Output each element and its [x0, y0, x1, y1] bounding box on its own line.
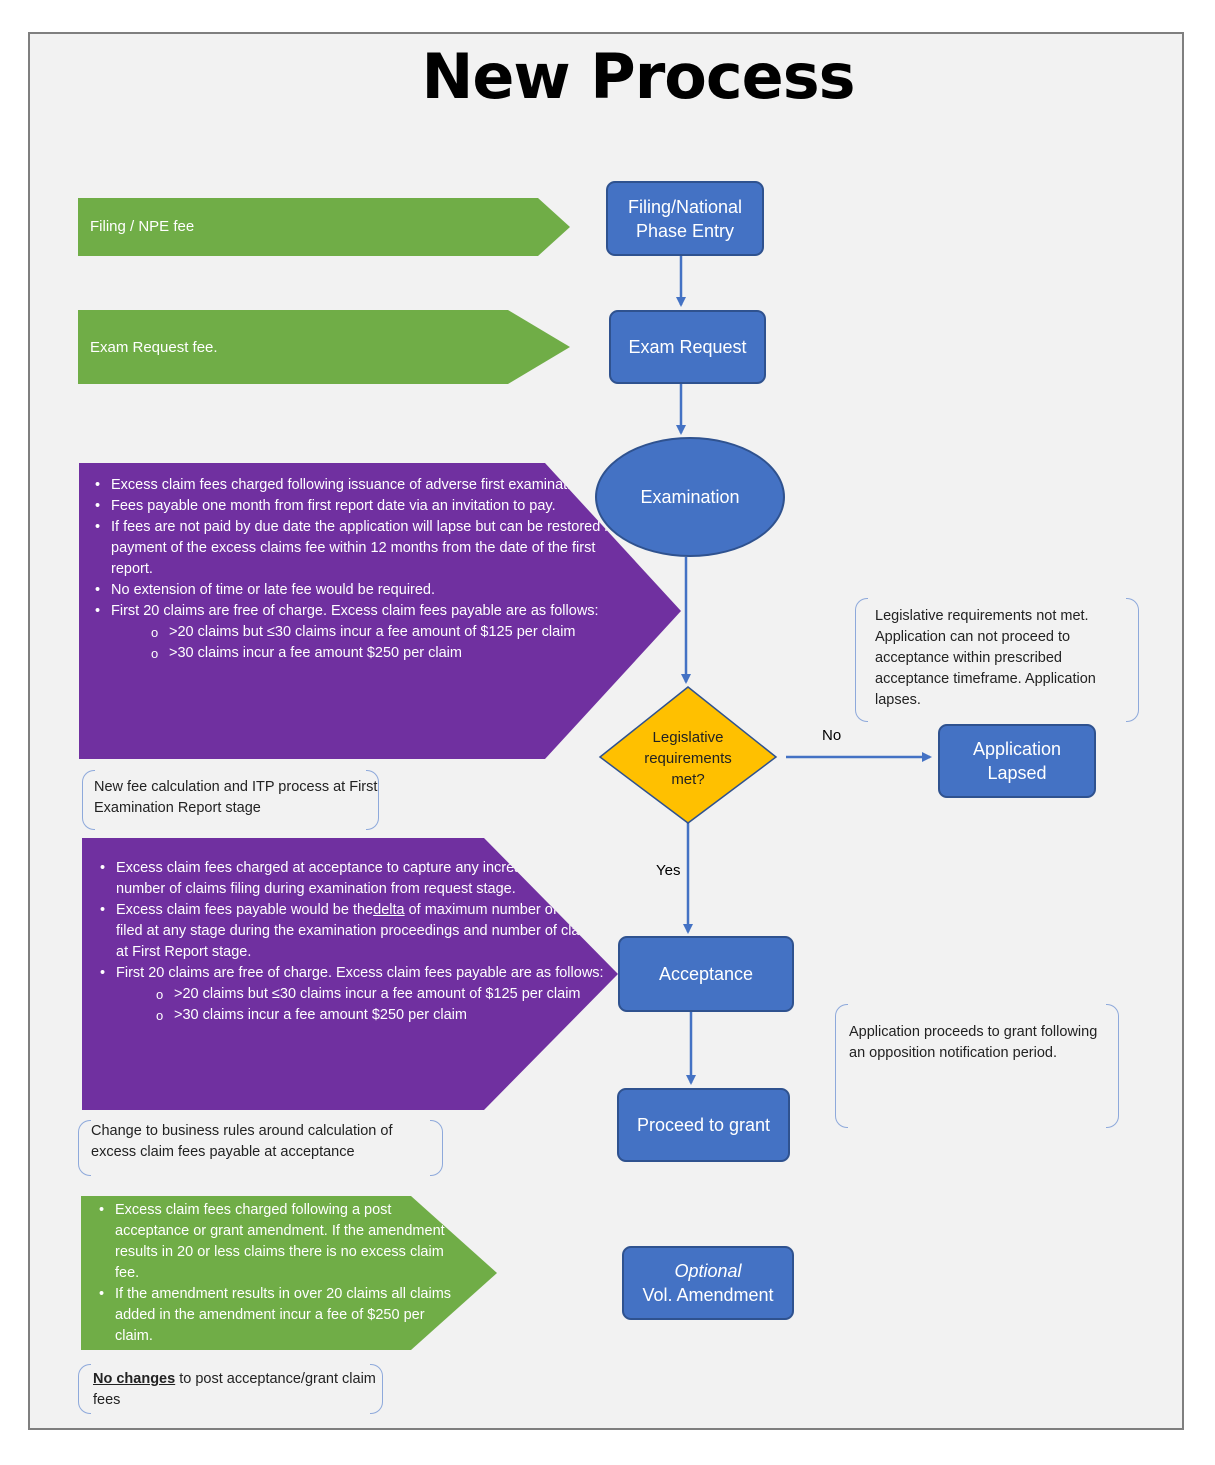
acceptance-fee-sub-bullet: >20 claims but ≤30 claims incur a fee am…: [156, 984, 604, 1005]
exam-request-node: Exam Request: [609, 310, 766, 384]
examination-node-label: Examination: [640, 486, 740, 507]
examination-fee-bullet: First 20 claims are free of charge. Exce…: [95, 601, 639, 664]
vol-amendment-node: Optional Vol. Amendment: [622, 1246, 794, 1320]
edge-label-yes: Yes: [656, 862, 681, 879]
note-bracket-left: [835, 1004, 848, 1128]
note-bracket-left: [78, 1120, 91, 1176]
exam-request-node-label: Exam Request: [628, 337, 747, 357]
decision-node-label: Legislative requirements met?: [644, 729, 732, 788]
examination-fee-bullet: Fees payable one month from first report…: [95, 496, 639, 517]
examination-fee-bullet: If fees are not paid by due date the app…: [95, 517, 639, 580]
proceed-to-grant-node: Proceed to grant: [617, 1088, 790, 1162]
filing-fee-label: Filing / NPE fee: [90, 218, 195, 235]
grant-note: Application proceeds to grant following …: [849, 1024, 1098, 1061]
exam-request-fee-label: Exam Request fee.: [90, 339, 218, 356]
amendment-fee-bullet: If the amendment results in over 20 clai…: [99, 1284, 453, 1347]
examination-fee-bullet: Excess claim fees charged following issu…: [95, 475, 639, 496]
edge-label-no: No: [822, 727, 842, 744]
filing-node: Filing/National Phase Entry: [606, 181, 764, 256]
lapsed-node-line1: Application: [972, 739, 1062, 759]
vol-amendment-label: Vol. Amendment: [642, 1285, 774, 1305]
page-title: New Process: [421, 40, 855, 113]
note-bracket-left: [78, 1364, 91, 1414]
examination-fee-bullet: No extension of time or late fee would b…: [95, 580, 639, 601]
acceptance-fee-bullet: Excess claim fees payable would be thede…: [100, 900, 604, 963]
acceptance-fee-bullet: Excess claim fees charged at acceptance …: [100, 858, 604, 900]
acceptance-node: Acceptance: [618, 936, 794, 1012]
lapse-note: Legislative requirements not met. Applic…: [875, 608, 1096, 708]
exam-request-fee-arrow: [78, 310, 570, 384]
acceptance-node-label: Acceptance: [658, 964, 754, 984]
first-report-note: New fee calculation and ITP process at F…: [94, 779, 378, 816]
acceptance-fee-sub-bullet: >30 claims incur a fee amount $250 per c…: [156, 1005, 604, 1026]
vol-amendment-optional: Optional: [674, 1261, 742, 1281]
no-changes-note: No changes to post acceptance/grant clai…: [93, 1371, 376, 1408]
amendment-fees-arrow: Excess claim fees charged following a po…: [81, 1196, 497, 1350]
filing-fee-arrow: [78, 198, 570, 256]
examination-node: Examination: [595, 437, 785, 557]
delta-term: delta: [373, 902, 405, 918]
business-rules-note: Change to business rules around calculat…: [91, 1123, 393, 1160]
no-changes-emphasis: No changes: [93, 1371, 176, 1387]
lapsed-node-line2: Lapsed: [987, 763, 1047, 783]
grant-node-label: Proceed to grant: [636, 1115, 771, 1135]
examination-fee-sub-bullet: >30 claims incur a fee amount $250 per c…: [151, 643, 639, 664]
note-bracket-left: [855, 598, 868, 722]
examination-fee-sub-bullet: >20 claims but ≤30 claims incur a fee am…: [151, 622, 639, 643]
filing-node-line1: Filing/National: [627, 196, 743, 217]
decision-diamond: [598, 686, 778, 824]
acceptance-fee-bullet: First 20 claims are free of charge. Exce…: [100, 963, 604, 1026]
filing-node-line2: Phase Entry: [635, 220, 735, 241]
amendment-fee-bullet: Excess claim fees charged following a po…: [99, 1200, 453, 1284]
application-lapsed-node: Application Lapsed: [938, 724, 1096, 798]
examination-fees-arrow: Excess claim fees charged following issu…: [79, 463, 681, 759]
